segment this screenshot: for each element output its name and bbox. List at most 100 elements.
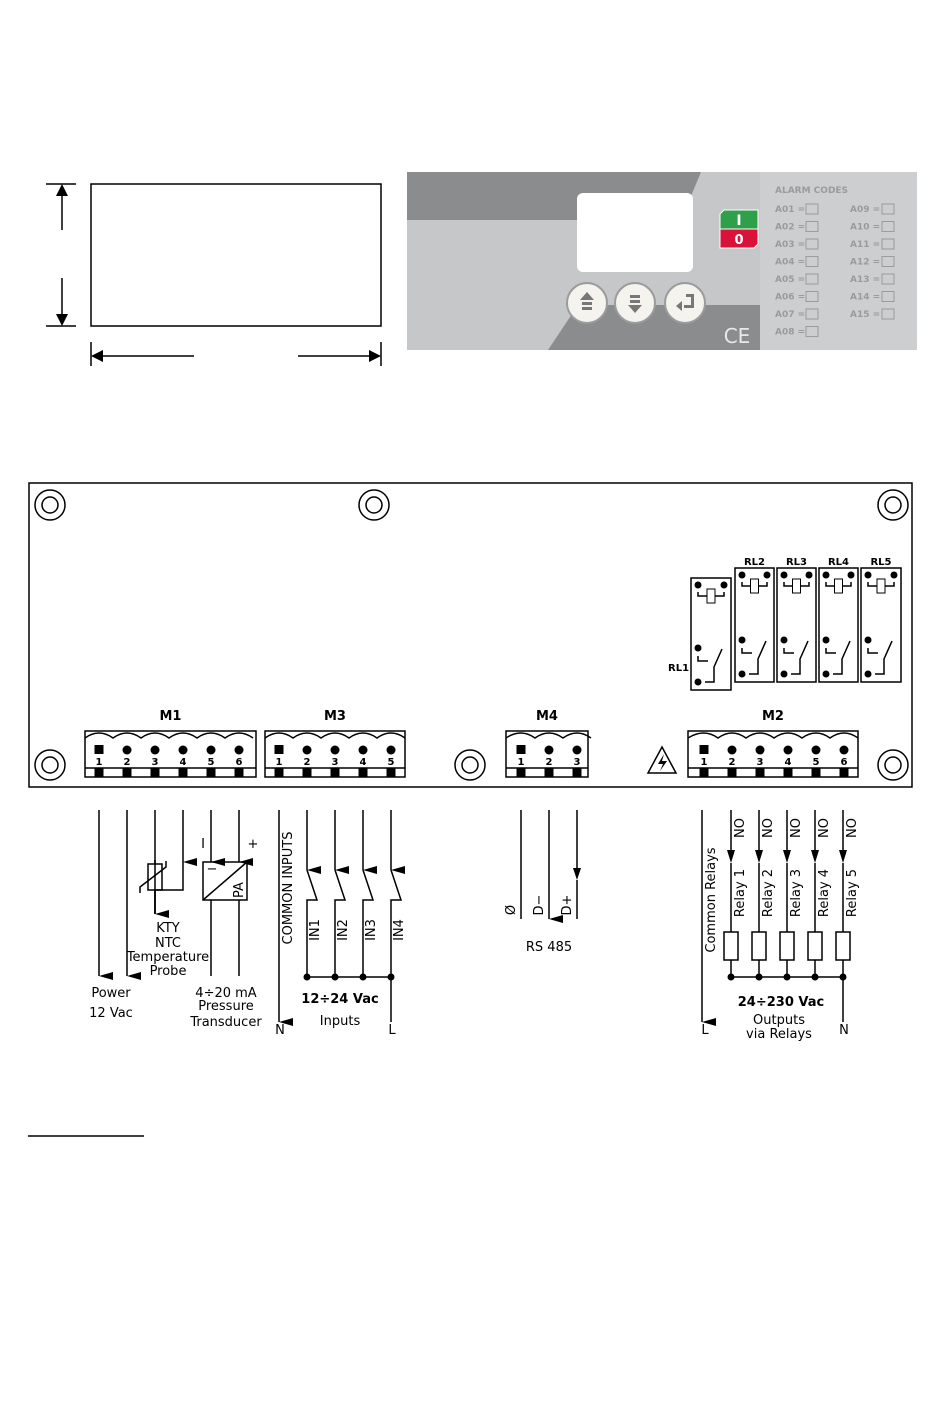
mounting-hole-icon (34, 489, 66, 521)
inputs-line-label: L (388, 1023, 396, 1038)
terminal-pin-number: 3 (152, 757, 159, 768)
switch-off-label: 0 (734, 233, 743, 248)
terminal-pin-number: 2 (729, 757, 736, 768)
terminal-pin-number: 5 (388, 757, 395, 768)
relay-contact-icon (867, 640, 893, 675)
relay-no-label: NO (761, 818, 776, 838)
inputs-neutral-label: N (275, 1023, 285, 1038)
alarm-code-label: A03 = (775, 240, 805, 250)
terminal-foot (727, 768, 737, 777)
alarm-codes-title: ALARM CODES (775, 186, 848, 196)
cutout-rect (90, 183, 382, 327)
up-button[interactable] (566, 282, 608, 324)
alarm-symbol-icon (881, 221, 895, 232)
alarm-symbol-icon (805, 308, 819, 320)
relay-output-label: Relay 2 (761, 869, 776, 917)
alarm-code-label: A10 = (850, 223, 880, 233)
on-off-switch[interactable]: I 0 (719, 209, 759, 249)
rs485-pin-label: D+ (560, 895, 575, 916)
alarm-symbol-icon (881, 203, 895, 215)
terminal-pin-icon (330, 745, 340, 755)
terminal-block-label: M1 (160, 709, 182, 724)
thermistor-slash (139, 861, 167, 893)
terminal-pin-number: 4 (360, 757, 367, 768)
terminal-pin-number: 4 (785, 757, 792, 768)
terminal-foot (206, 768, 216, 777)
input-label: IN1 (308, 919, 323, 941)
enter-button[interactable] (664, 282, 706, 324)
terminal-block-label: M2 (762, 709, 784, 724)
relay-load-icon (723, 931, 739, 961)
alarm-code-label: A12 = (850, 258, 880, 268)
relay-load-icon (835, 931, 851, 961)
alarm-code-label: A14 = (850, 293, 880, 303)
relay-load-icon (751, 931, 767, 961)
coil-icon (834, 578, 843, 594)
input-switch-icon (306, 869, 319, 977)
input-switch-icon (362, 869, 375, 977)
outputs-line-label: L (701, 1023, 709, 1038)
terminal-foot (783, 768, 793, 777)
terminal-pin-square-icon (516, 745, 526, 754)
alarm-code-label: A01 = (775, 205, 805, 215)
mounting-hole-icon (34, 749, 66, 781)
alarm-code-label: A15 = (850, 310, 880, 320)
input-label: IN2 (336, 919, 351, 941)
alarm-symbol-icon (805, 221, 819, 232)
alarm-symbol-icon (805, 326, 819, 337)
terminal-foot (150, 768, 160, 777)
mounting-hole-icon (358, 489, 390, 521)
rs485-pin-label: Ø (504, 905, 519, 915)
transducer-plus-label: + (248, 837, 259, 852)
coil-icon (706, 588, 716, 604)
pressure-transducer-icon (202, 861, 248, 901)
terminal-pin-icon (783, 745, 793, 755)
terminal-pin-number: 6 (236, 757, 243, 768)
terminal-pin-number: 4 (180, 757, 187, 768)
terminal-pin-icon (544, 745, 554, 755)
alarm-symbol-icon (881, 308, 895, 320)
transducer-minus-label: I (201, 837, 205, 852)
alarm-code-label: A05 = (775, 275, 805, 285)
terminal-pin-number: 5 (813, 757, 820, 768)
down-button[interactable] (614, 282, 656, 324)
transducer-inner-minus: − (207, 862, 218, 877)
probe-label: NTC (155, 936, 181, 951)
terminal-foot (516, 768, 526, 777)
relay-1 (690, 577, 732, 691)
relay-no-label: NO (733, 818, 748, 838)
arrow-down-icon (628, 295, 642, 313)
relay-label: RL4 (828, 557, 849, 568)
terminal-pin-number: 2 (546, 757, 553, 768)
probe-label: KTY (156, 921, 179, 936)
terminal-wave (264, 732, 406, 739)
alarm-symbol-icon (881, 238, 895, 250)
relay-contact-icon (825, 640, 851, 675)
terminal-pin-square-icon (94, 745, 104, 754)
terminal-pin-icon (150, 745, 160, 755)
arrow-down-icon (727, 850, 735, 863)
terminal-pin-number: 1 (276, 757, 283, 768)
terminal-foot (572, 768, 582, 777)
terminal-pin-square-icon (699, 745, 709, 754)
rs485-pin-label: D− (532, 895, 547, 916)
terminal-pin-number: 6 (841, 757, 848, 768)
relay-load-icon (779, 931, 795, 961)
terminal-foot (302, 768, 312, 777)
power-label: Power (91, 986, 131, 1001)
terminal-pin-number: 1 (518, 757, 525, 768)
input-switch-icon (334, 869, 347, 977)
terminal-pin-square-icon (274, 745, 284, 754)
relay-label: RL3 (786, 557, 807, 568)
alarm-symbol-icon (881, 291, 895, 302)
transducer-label: Transducer (189, 1015, 262, 1030)
enter-icon (676, 294, 694, 311)
input-switch-icon (390, 869, 403, 977)
inputs-voltage-label: 12÷24 Vac (301, 992, 378, 1007)
terminal-pin-number: 5 (208, 757, 215, 768)
alarm-code-label: A11 = (850, 240, 880, 250)
arrow-down-icon (573, 868, 581, 880)
